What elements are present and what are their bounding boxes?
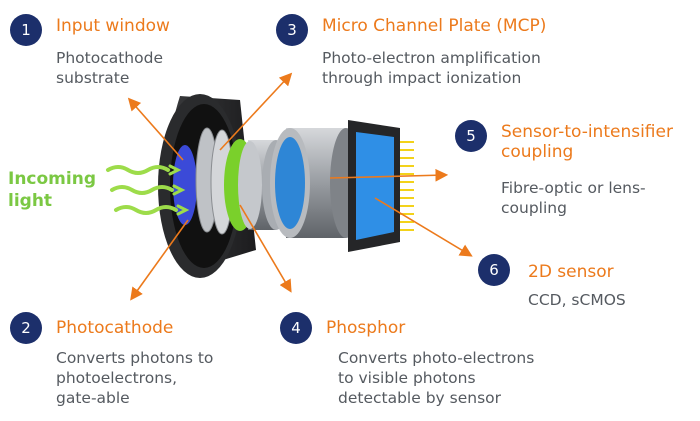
- incoming-light-label: Incoming light: [8, 169, 96, 211]
- badge-6: 6: [478, 254, 510, 286]
- photocathode-disk: [173, 145, 197, 225]
- callout-2-title: Photocathode: [56, 318, 174, 338]
- callout-4-title: Phosphor: [326, 318, 406, 338]
- pointer-arrows: [127, 72, 473, 301]
- badge-4: 4: [280, 312, 312, 344]
- incoming-light-arrows: [106, 164, 190, 216]
- callout-3-title: Micro Channel Plate (MCP): [322, 16, 547, 36]
- callout-1-title: Input window: [56, 16, 170, 36]
- sensor: [348, 120, 414, 252]
- badge-1: 1: [10, 14, 42, 46]
- badge-2: 2: [10, 312, 42, 344]
- badge-5: 5: [455, 120, 487, 152]
- badge-3: 3: [276, 14, 308, 46]
- callout-6-desc: CCD, sCMOS: [528, 291, 626, 309]
- callout-6-title: 2D sensor: [528, 262, 614, 282]
- callout-5-desc: Fibre-optic or lens-coupling: [501, 179, 646, 217]
